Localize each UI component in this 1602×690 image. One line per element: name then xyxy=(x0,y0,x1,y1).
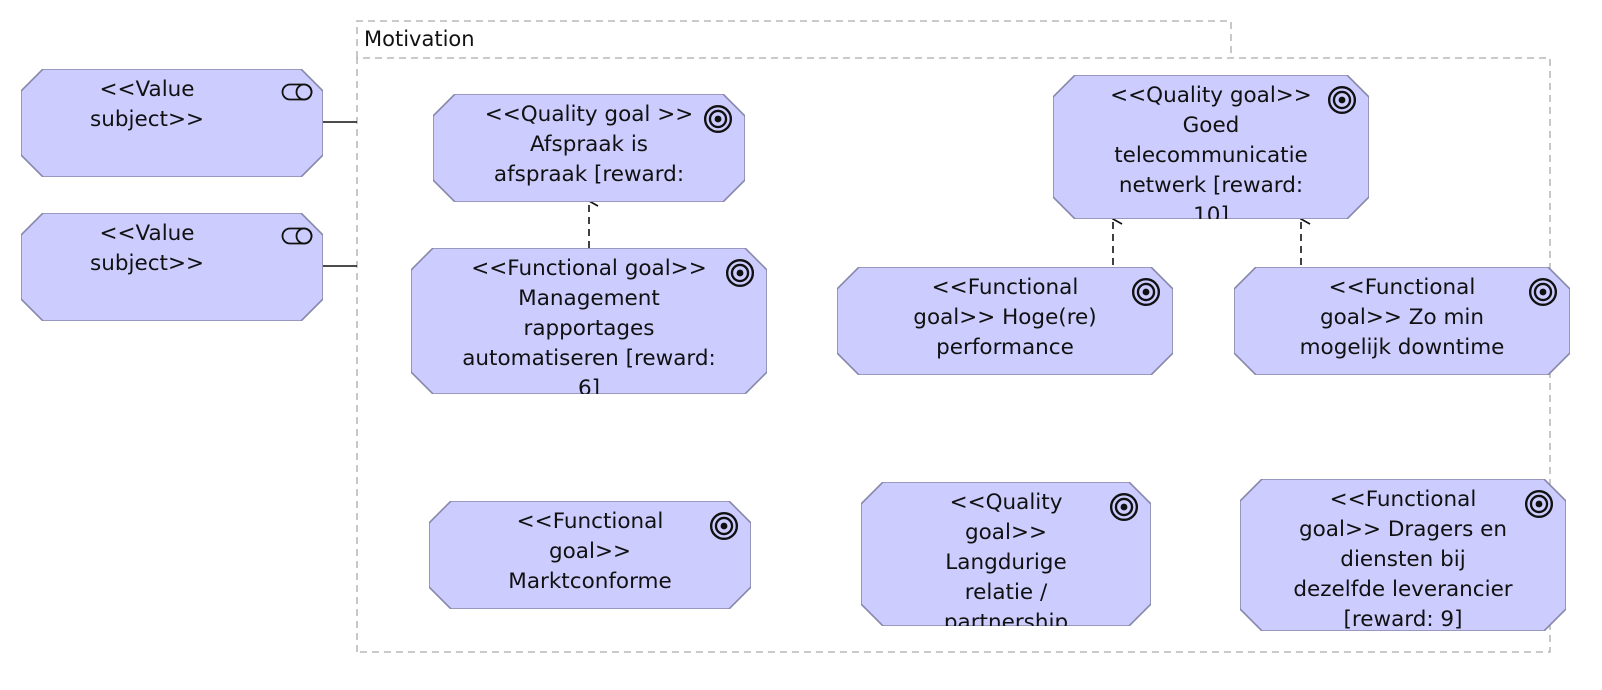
node-text: <<Functional goal>> Hoge(re) performance xyxy=(857,273,1153,363)
goal-target-icon xyxy=(725,258,755,292)
node-text-line: [reward: 9] xyxy=(1343,607,1463,631)
goal-target-icon xyxy=(703,104,733,138)
node-text-line: goal>> Dragers en xyxy=(1299,517,1507,542)
node-text-line: afspraak [reward: xyxy=(493,162,685,187)
node-text-line: Goed xyxy=(1182,113,1240,138)
node-shape xyxy=(429,501,751,609)
node-shape xyxy=(837,267,1173,375)
node-shape xyxy=(1234,267,1570,375)
node-shape xyxy=(1240,479,1566,631)
node-text-line: <<Functional xyxy=(516,509,664,534)
group-label-motivation: Motivation xyxy=(364,27,475,51)
node-text-line: goal>> Hoge(re) xyxy=(913,305,1097,330)
node-text: <<Quality goal>> Langdurige relatie / partne… xyxy=(881,488,1131,626)
node-text-line: automatiseren [reward: xyxy=(462,346,716,371)
goal-target-icon xyxy=(1109,492,1139,526)
node-text: <<Value subject>> xyxy=(81,75,213,135)
node-text-line: partnership xyxy=(943,610,1069,626)
goal-node-q1[interactable]: <<Quality goal >> Afspraak is afspraak [re… xyxy=(433,94,745,202)
node-text-line: <<Value xyxy=(99,221,195,246)
node-shape xyxy=(21,69,323,177)
node-text-line: <<Quality xyxy=(949,490,1063,515)
node-text-line: <<Functional xyxy=(1328,275,1476,300)
node-text-line: performance xyxy=(936,335,1074,360)
node-text: <<Quality goal >> Afspraak is afspraak [re… xyxy=(453,100,725,190)
node-text-line: goal>> xyxy=(549,539,631,564)
value-subject-node-vs2[interactable]: <<Value subject>> xyxy=(21,213,323,321)
node-shape xyxy=(1053,75,1369,219)
goal-target-icon xyxy=(709,511,739,545)
node-shape xyxy=(411,248,767,394)
node-text-line: subject>> xyxy=(90,251,204,276)
goal-node-f1[interactable]: <<Functional goal>> Management rapportages… xyxy=(411,248,767,394)
goal-node-f4[interactable]: <<Functional goal>> Marktconforme xyxy=(429,501,751,609)
node-text-line: netwerk [reward: xyxy=(1118,173,1304,198)
node-text-line: <<Quality goal >> xyxy=(484,102,694,127)
value-subject-node-vs1[interactable]: <<Value subject>> xyxy=(21,69,323,177)
node-text: <<Quality goal>> Goed telecommunicatie netw… xyxy=(1073,81,1349,219)
node-text-line: relatie / xyxy=(964,580,1048,605)
node-text: <<Value subject>> xyxy=(81,219,213,279)
node-text-line: <<Functional xyxy=(931,275,1079,300)
goal-target-icon xyxy=(1524,489,1554,523)
node-text: <<Functional goal>> Management rapportages… xyxy=(431,254,747,394)
node-text-line: mogelijk downtime xyxy=(1299,335,1505,360)
node-text-line: <<Functional goal>> xyxy=(471,256,707,281)
node-text: <<Functional goal>> Dragers en diensten bi… xyxy=(1260,485,1546,631)
node-text: <<Functional goal>> Zo min mogelijk downti… xyxy=(1254,273,1550,363)
node-text-line: 6] xyxy=(577,376,601,394)
toggle-icon xyxy=(281,83,313,105)
node-text-line: rapportages xyxy=(523,316,655,341)
node-text-line: dezelfde leverancier xyxy=(1293,577,1513,602)
node-text: <<Functional goal>> Marktconforme xyxy=(449,507,731,597)
node-shape xyxy=(861,482,1151,626)
goal-target-icon xyxy=(1327,85,1357,119)
goal-node-q2[interactable]: <<Quality goal>> Goed telecommunicatie netw… xyxy=(1053,75,1369,219)
node-shape xyxy=(433,94,745,202)
goal-node-q3[interactable]: <<Quality goal>> Langdurige relatie / partne… xyxy=(861,482,1151,626)
goal-node-f5[interactable]: <<Functional goal>> Dragers en diensten bi… xyxy=(1240,479,1566,631)
node-text-line: Langdurige xyxy=(945,550,1067,575)
goal-node-f2[interactable]: <<Functional goal>> Hoge(re) performance xyxy=(837,267,1173,375)
node-text-line: subject>> xyxy=(90,107,204,132)
goal-node-f3[interactable]: <<Functional goal>> Zo min mogelijk downti… xyxy=(1234,267,1570,375)
goal-target-icon xyxy=(1131,277,1161,311)
node-text-line: <<Value xyxy=(99,77,195,102)
group-frame xyxy=(356,57,1551,653)
node-text-line: 10] xyxy=(1193,203,1229,219)
goal-target-icon xyxy=(1528,277,1558,311)
node-text-line: Marktconforme xyxy=(508,569,672,594)
node-text-line: telecommunicatie xyxy=(1114,143,1308,168)
toggle-icon xyxy=(281,227,313,249)
node-text-line: goal>> Zo min xyxy=(1319,305,1485,330)
node-text-line: Afspraak is xyxy=(529,132,648,157)
node-text-line: diensten bij xyxy=(1340,547,1466,572)
node-text-line: <<Quality goal>> xyxy=(1110,83,1312,108)
group-tab xyxy=(356,20,1232,58)
node-text-line: <<Functional xyxy=(1329,487,1477,512)
node-text-line: goal>> xyxy=(965,520,1047,545)
node-shape xyxy=(21,213,323,321)
node-text-line: Management xyxy=(518,286,660,311)
